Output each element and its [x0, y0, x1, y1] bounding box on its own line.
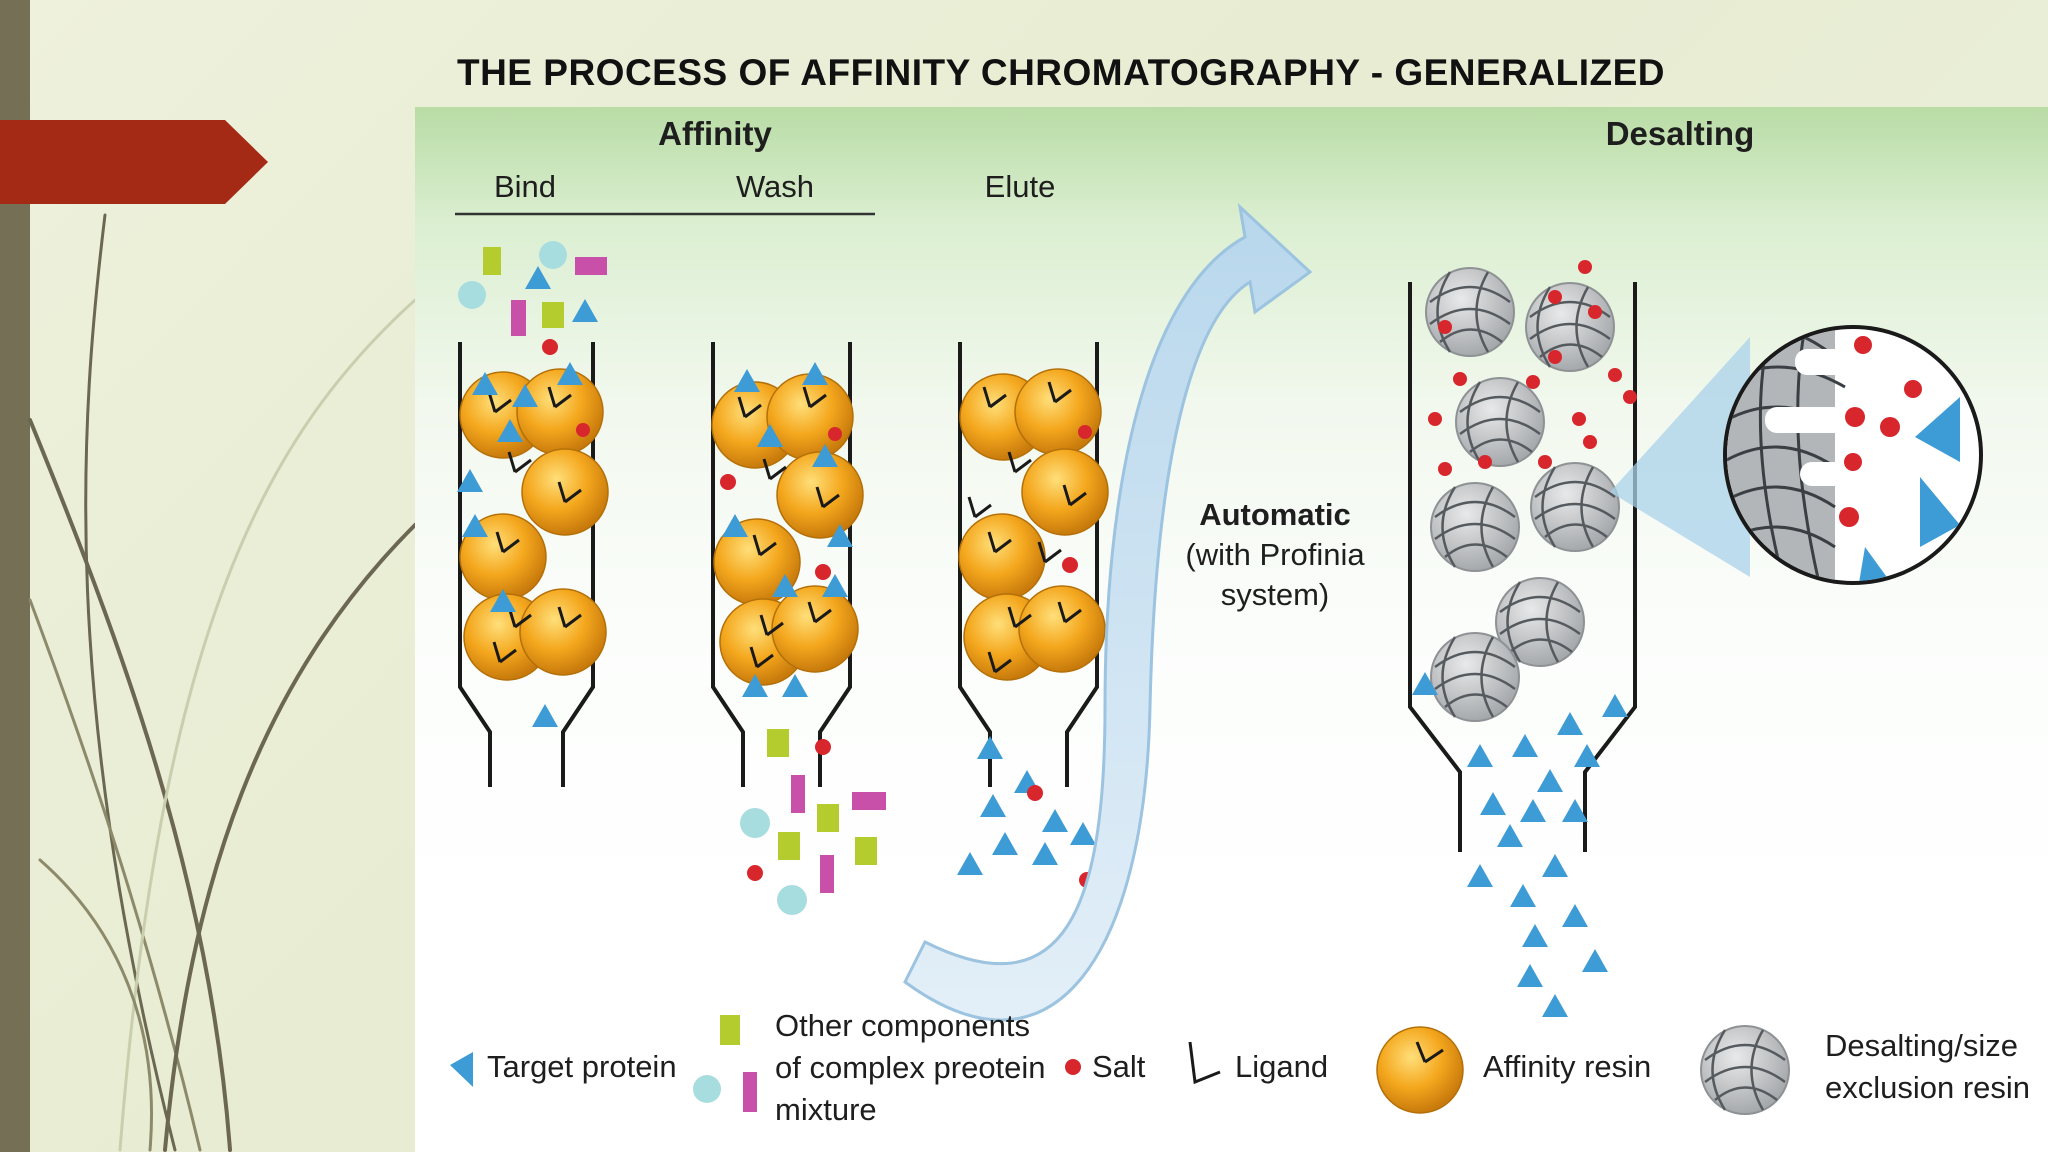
legend-target-protein: Target protein	[487, 1049, 677, 1084]
component-square-icon	[720, 1015, 740, 1045]
automatic-line-2: (with Profinia	[1185, 537, 1365, 572]
legend-desalting-line-2: exclusion resin	[1825, 1070, 2031, 1105]
legend-other-components: Other components of complex preotein mix…	[775, 1005, 1046, 1131]
desalting-column	[1408, 260, 1637, 1017]
legend-desalting-line-1: Desalting/size	[1825, 1028, 2018, 1063]
legend-other-line-2: of complex preotein	[775, 1050, 1046, 1085]
ligand-icon	[1188, 1041, 1221, 1085]
wash-column	[711, 342, 886, 915]
step-wash-label: Wash	[735, 169, 815, 204]
red-arrow-tab	[0, 120, 268, 204]
bind-column	[457, 241, 609, 787]
affinity-header: Affinity	[658, 115, 772, 152]
desalting-header: Desalting	[1605, 115, 1755, 152]
diagram-graphics	[450, 202, 1983, 1116]
flow-arrow	[903, 202, 1313, 1022]
legend-desalting-resin: Desalting/size exclusion resin	[1825, 1025, 2030, 1109]
automatic-line-1: Automatic	[1199, 497, 1351, 532]
salt-icon	[1065, 1059, 1081, 1075]
legend-other-line-1: Other components	[775, 1008, 1031, 1043]
automatic-line-3: system)	[1220, 577, 1330, 612]
legend-ligand: Ligand	[1235, 1049, 1329, 1084]
step-bind-label: Bind	[493, 169, 557, 204]
elute-column	[957, 342, 1109, 888]
step-elute-label: Elute	[984, 169, 1056, 204]
legend-affinity-resin: Affinity resin	[1483, 1049, 1652, 1084]
affinity-chromatography-diagram: Affinity Bind Wash Elute Desalting Autom…	[415, 107, 2048, 1152]
legend-other-line-3: mixture	[775, 1092, 877, 1127]
component-circle-icon	[693, 1075, 721, 1103]
desalting-resin-icon	[1699, 1024, 1791, 1116]
target-protein-icon	[450, 1052, 473, 1087]
automatic-label: Automatic (with Profinia system)	[1155, 495, 1395, 615]
affinity-resin-icon	[1376, 1026, 1464, 1114]
magnified-resin	[1723, 325, 1983, 585]
legend-salt: Salt	[1092, 1049, 1146, 1084]
slide-title: THE PROCESS OF AFFINITY CHROMATOGRAPHY -…	[456, 52, 1665, 93]
decorative-swooshes	[28, 213, 417, 1152]
legend-icons	[450, 1015, 1791, 1116]
component-bar-icon	[743, 1072, 757, 1112]
zoom-cone	[1610, 337, 1750, 577]
